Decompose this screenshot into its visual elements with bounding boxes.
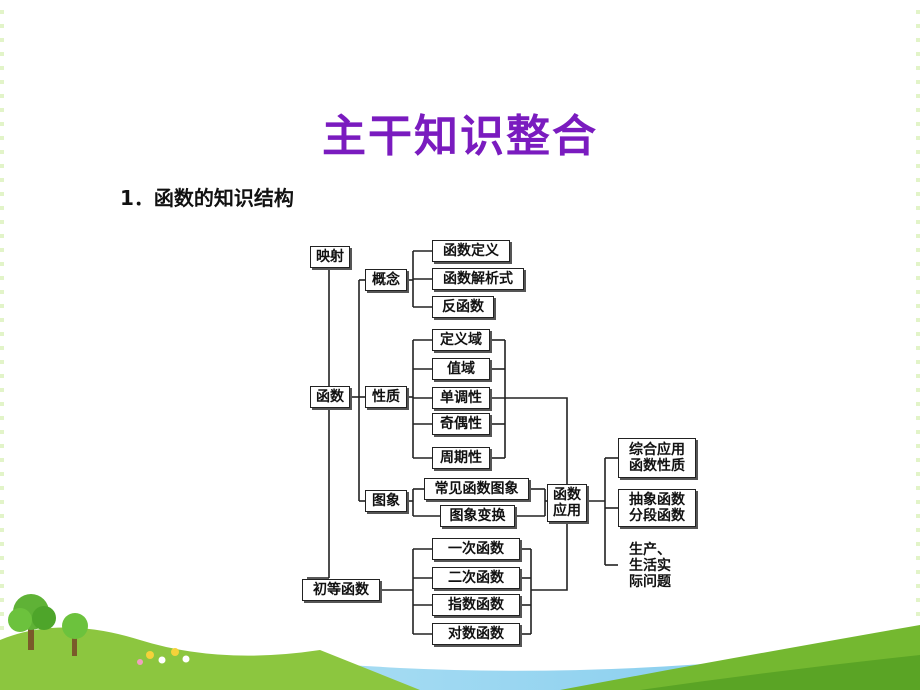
node-duishu: 对数函数 [432, 623, 520, 645]
node-tuxiang: 图象 [365, 490, 407, 512]
node-changjian: 常见函数图象 [424, 478, 529, 500]
node-yingyong: 函数 应用 [547, 484, 587, 522]
node-chudeng: 初等函数 [302, 579, 380, 601]
node-dandiao: 单调性 [432, 387, 490, 409]
node-dingyiyu: 定义域 [432, 329, 490, 351]
node-fanhanshu: 反函数 [432, 296, 494, 318]
node-yingshe: 映射 [310, 246, 350, 268]
section-heading: 1．函数的知识结构 [120, 186, 294, 210]
node-zhouqi: 周期性 [432, 447, 490, 469]
node-erci: 二次函数 [432, 567, 520, 589]
node-yici: 一次函数 [432, 538, 520, 560]
node-zonghe: 综合应用 函数性质 [618, 438, 696, 478]
node-zhishu: 指数函数 [432, 594, 520, 616]
page-title: 主干知识整合 [322, 111, 598, 162]
tree-icon [8, 594, 56, 650]
node-dingyi: 函数定义 [432, 240, 510, 262]
knowledge-structure-diagram: 映射 函数 概念 性质 图象 初等函数 函数定义 函数解析式 反函数 定义域 值… [285, 232, 705, 652]
node-gainian: 概念 [365, 269, 407, 291]
node-bianhuan: 图象变换 [440, 505, 515, 527]
flower-icon [137, 648, 190, 665]
tree-icon [62, 613, 88, 656]
node-zhiyu: 值域 [432, 358, 490, 380]
node-hanshu: 函数 [310, 386, 350, 408]
left-border-decoration [0, 0, 4, 690]
node-jiou: 奇偶性 [432, 413, 490, 435]
node-xingzhi: 性质 [365, 386, 407, 408]
node-jiexishi: 函数解析式 [432, 268, 524, 290]
right-border-decoration [916, 0, 920, 690]
node-shengchan: 生产、 生活实 际问题 [629, 542, 671, 590]
node-chouxiang: 抽象函数 分段函数 [618, 489, 696, 527]
